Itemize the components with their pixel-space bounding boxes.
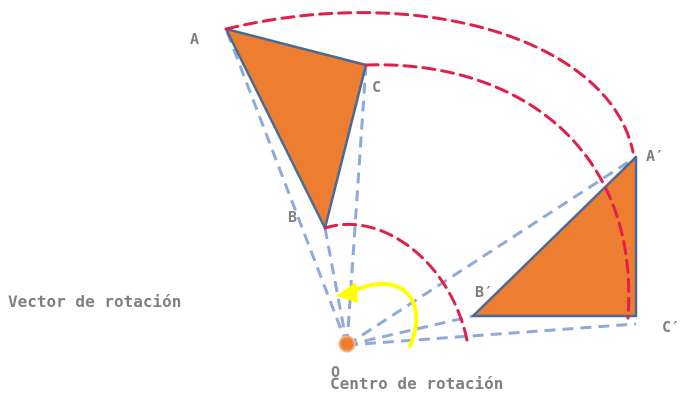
label-A-prime: A′ xyxy=(646,147,664,165)
label-B-prime: B′ xyxy=(475,283,493,301)
guide-line-OA xyxy=(224,28,349,346)
label-A: A xyxy=(190,30,199,48)
guide-line-OC-prime xyxy=(346,322,637,347)
guide-line-OB-prime xyxy=(346,314,474,347)
label-O: O xyxy=(331,363,340,381)
arc-A-to-A-prime xyxy=(224,11,635,154)
caption-rotation-center: Centro de rotación xyxy=(330,374,503,393)
arrow-head xyxy=(336,282,358,303)
label-B: B xyxy=(288,208,297,226)
label-C-prime: C′ xyxy=(662,318,680,336)
rotation-vector-arrow xyxy=(336,281,419,348)
label-C: C xyxy=(372,78,381,96)
center-point-O xyxy=(338,335,356,353)
triangle-A-prime-B-prime-C-prime xyxy=(471,155,638,318)
guide-line-OB xyxy=(323,227,349,346)
triangle-ABC xyxy=(224,27,368,230)
arc-C-to-C-prime xyxy=(364,63,631,320)
arc-B-to-B-prime xyxy=(323,222,469,342)
guide-line-OA-prime xyxy=(346,155,637,347)
caption-rotation-vector: Vector de rotación xyxy=(8,292,181,311)
rotation-arcs xyxy=(224,11,635,342)
